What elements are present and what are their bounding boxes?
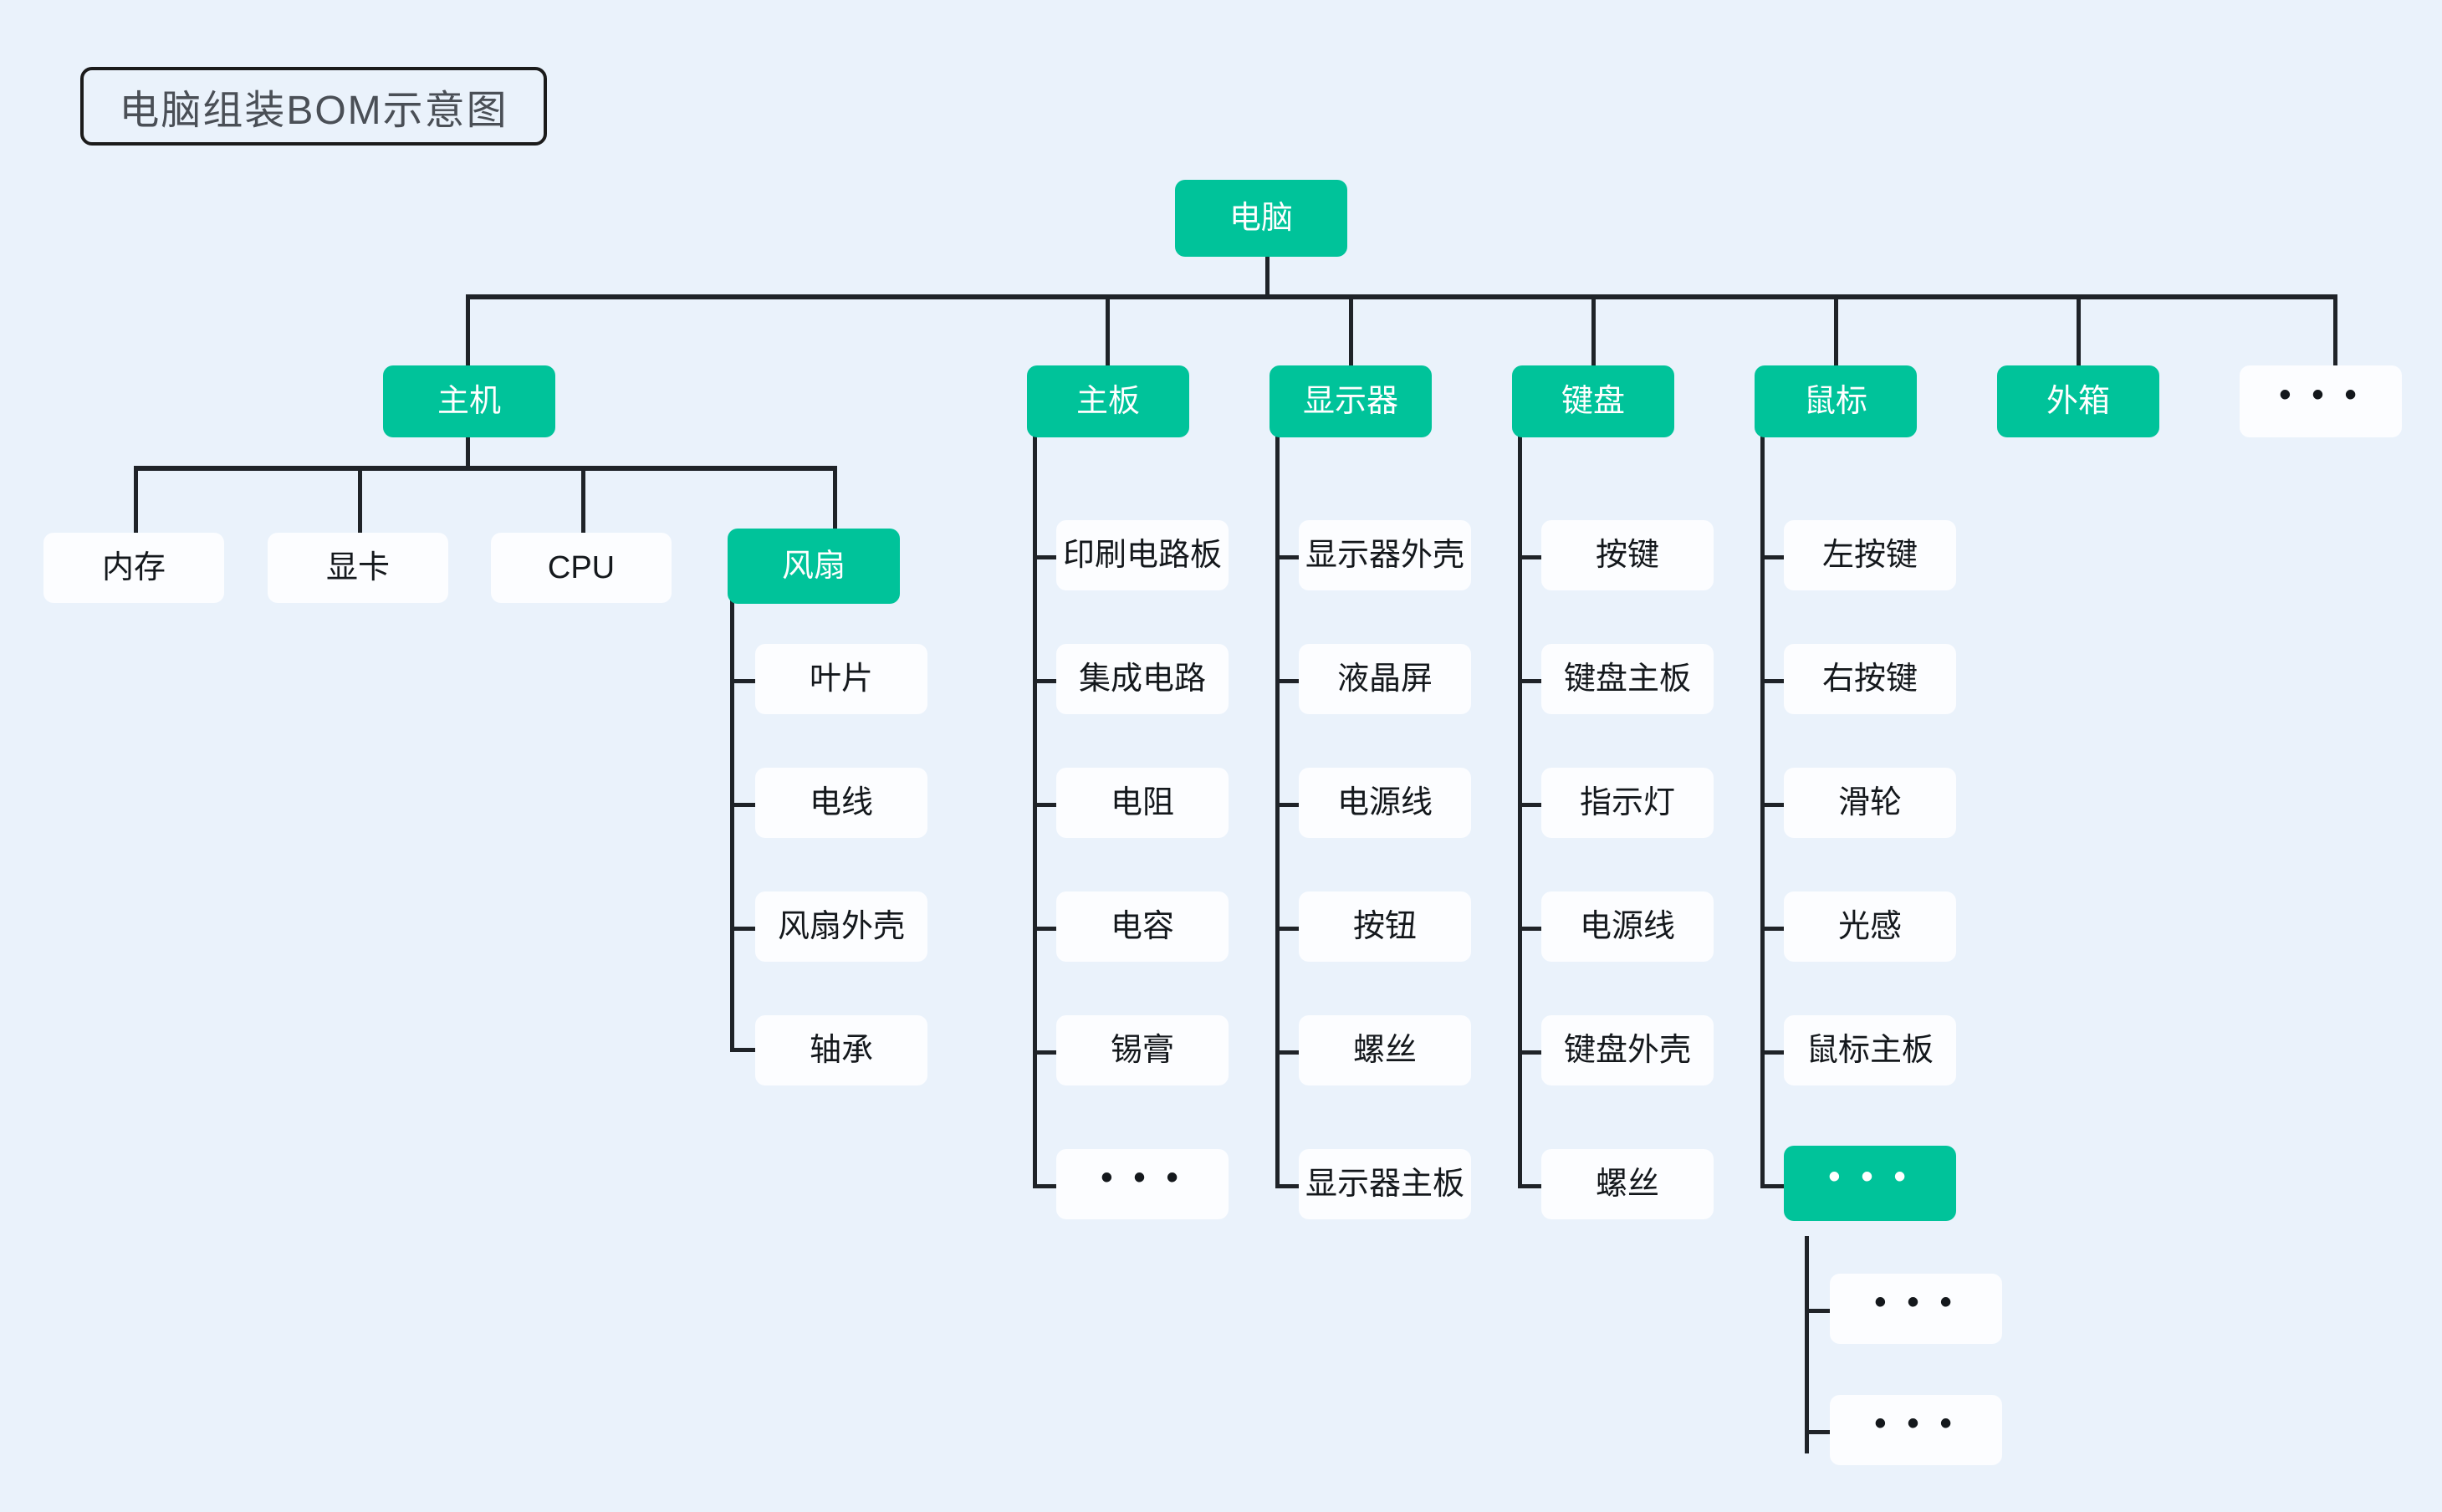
node-xianka[interactable]: 显卡 — [268, 533, 448, 603]
connector-drop-xianka — [358, 466, 362, 538]
connector-jianpan-spine — [1518, 436, 1522, 1188]
connector-xianshiqi-spine — [1275, 436, 1280, 1188]
node-shubiao-more[interactable]: • • • — [1784, 1146, 1956, 1221]
node-zhuban[interactable]: 主板 — [1027, 365, 1189, 437]
node-yejingping[interactable]: 液晶屏 — [1299, 644, 1471, 714]
connector-stub-shubiao-more — [1760, 1184, 1784, 1188]
node-level2-more[interactable]: • • • — [2240, 365, 2402, 437]
connector-stub-zhishideng — [1518, 803, 1541, 807]
connector-stub-dianrong — [1033, 927, 1056, 931]
node-yinshua-dianlu-ban[interactable]: 印刷电路板 — [1056, 520, 1229, 590]
connector-drop-fengshan — [833, 466, 837, 538]
connector-stub-dianyuanxian-xsq — [1275, 803, 1299, 807]
connector-stub-fengshanwaike — [730, 927, 755, 931]
connector-stub-shubiaozhuban — [1760, 1050, 1784, 1055]
node-zhishideng[interactable]: 指示灯 — [1541, 768, 1714, 838]
node-zhuban-more[interactable]: • • • — [1056, 1149, 1229, 1219]
connector-stub-youanjian — [1760, 679, 1784, 683]
node-you-anjian[interactable]: 右按键 — [1784, 644, 1956, 714]
connector-drop-waixiang — [2077, 294, 2081, 368]
node-anniu[interactable]: 按钮 — [1299, 891, 1471, 962]
connector-drop-more — [2333, 294, 2337, 368]
node-xianshiqi-zhuban[interactable]: 显示器主板 — [1299, 1149, 1471, 1219]
connector-stub-zhuban-more — [1033, 1184, 1056, 1188]
node-dianyuanxian-jianpan[interactable]: 电源线 — [1541, 891, 1714, 962]
node-hualun[interactable]: 滑轮 — [1784, 768, 1956, 838]
connector-stub-luosi-jp — [1518, 1184, 1541, 1188]
node-jianpan-waike[interactable]: 键盘外壳 — [1541, 1015, 1714, 1085]
connector-stub-guanggan — [1760, 927, 1784, 931]
connector-stub-more-2 — [1805, 1430, 1830, 1434]
node-neicun[interactable]: 内存 — [43, 533, 224, 603]
connector-stub-ic — [1033, 679, 1056, 683]
node-jianpan-zhuban[interactable]: 键盘主板 — [1541, 644, 1714, 714]
node-xianshiqi[interactable]: 显示器 — [1270, 365, 1432, 437]
node-yepian[interactable]: 叶片 — [755, 644, 927, 714]
node-dianyuanxian-xianshiqi[interactable]: 电源线 — [1299, 768, 1471, 838]
node-dianzu[interactable]: 电阻 — [1056, 768, 1229, 838]
connector-zhuban-spine — [1033, 436, 1037, 1188]
connector-stub-more-1 — [1805, 1309, 1830, 1313]
node-xigao[interactable]: 锡膏 — [1056, 1015, 1229, 1085]
connector-drop-neicun — [134, 466, 138, 538]
node-dianxian[interactable]: 电线 — [755, 768, 927, 838]
node-waixiang[interactable]: 外箱 — [1997, 365, 2159, 437]
node-jianpan[interactable]: 键盘 — [1512, 365, 1674, 437]
node-luosi-jianpan[interactable]: 螺丝 — [1541, 1149, 1714, 1219]
node-shubiao-more-child-1[interactable]: • • • — [1830, 1274, 2002, 1344]
node-shubiao-zhuban[interactable]: 鼠标主板 — [1784, 1015, 1956, 1085]
connector-zhuji-stem — [466, 436, 470, 469]
connector-stub-xigao — [1033, 1050, 1056, 1055]
node-xianshiqi-waike[interactable]: 显示器外壳 — [1299, 520, 1471, 590]
node-zuo-anjian[interactable]: 左按键 — [1784, 520, 1956, 590]
node-dianrong[interactable]: 电容 — [1056, 891, 1229, 962]
node-guanggan[interactable]: 光感 — [1784, 891, 1956, 962]
node-jicheng-dianlu[interactable]: 集成电路 — [1056, 644, 1229, 714]
node-shubiao[interactable]: 鼠标 — [1755, 365, 1917, 437]
connector-drop-shubiao — [1834, 294, 1838, 368]
connector-stub-dianxian — [730, 803, 755, 807]
connector-drop-xianshiqi — [1349, 294, 1353, 368]
connector-stub-anjian — [1518, 555, 1541, 559]
node-cpu[interactable]: CPU — [491, 533, 672, 603]
connector-zhuji-bus — [134, 466, 836, 471]
connector-stub-hualun — [1760, 803, 1784, 807]
node-fengshan[interactable]: 风扇 — [728, 529, 900, 604]
connector-root-bus — [466, 294, 2337, 299]
connector-stub-pcb — [1033, 555, 1056, 559]
node-root-computer[interactable]: 电脑 — [1175, 180, 1347, 257]
connector-stub-jianpanzhuban — [1518, 679, 1541, 683]
connector-stub-zuoanjian — [1760, 555, 1784, 559]
node-fengshanwaike[interactable]: 风扇外壳 — [755, 891, 927, 962]
diagram-title-text: 电脑组装BOM示意图 — [119, 89, 508, 133]
connector-stub-anniu — [1275, 927, 1299, 931]
connector-stub-jianpanwaike — [1518, 1050, 1541, 1055]
node-zhoucheng[interactable]: 轴承 — [755, 1015, 927, 1085]
connector-drop-zhuban — [1106, 294, 1110, 368]
connector-stub-yepian — [730, 679, 755, 683]
connector-stub-dianzu — [1033, 803, 1056, 807]
node-shubiao-more-child-2[interactable]: • • • — [1830, 1395, 2002, 1465]
node-zhuji[interactable]: 主机 — [383, 365, 555, 437]
connector-drop-jianpan — [1591, 294, 1596, 368]
connector-stub-luosi-xsq — [1275, 1050, 1299, 1055]
connector-fengshan-spine — [730, 590, 734, 1050]
connector-stub-yejingping — [1275, 679, 1299, 683]
node-anjian[interactable]: 按键 — [1541, 520, 1714, 590]
connector-root-stem — [1265, 255, 1270, 296]
connector-shubiao-spine — [1760, 436, 1765, 1188]
connector-stub-zhoucheng — [730, 1048, 755, 1052]
diagram-title: 电脑组装BOM示意图 — [80, 67, 547, 146]
connector-drop-cpu — [581, 466, 585, 538]
connector-stub-dianyuanxian-jp — [1518, 927, 1541, 931]
connector-shubiao-more-spine — [1805, 1236, 1809, 1453]
connector-drop-zhuji — [466, 294, 470, 368]
node-luosi-xianshiqi[interactable]: 螺丝 — [1299, 1015, 1471, 1085]
connector-stub-xsqwaike — [1275, 555, 1299, 559]
connector-stub-xsqzhuban — [1275, 1184, 1299, 1188]
